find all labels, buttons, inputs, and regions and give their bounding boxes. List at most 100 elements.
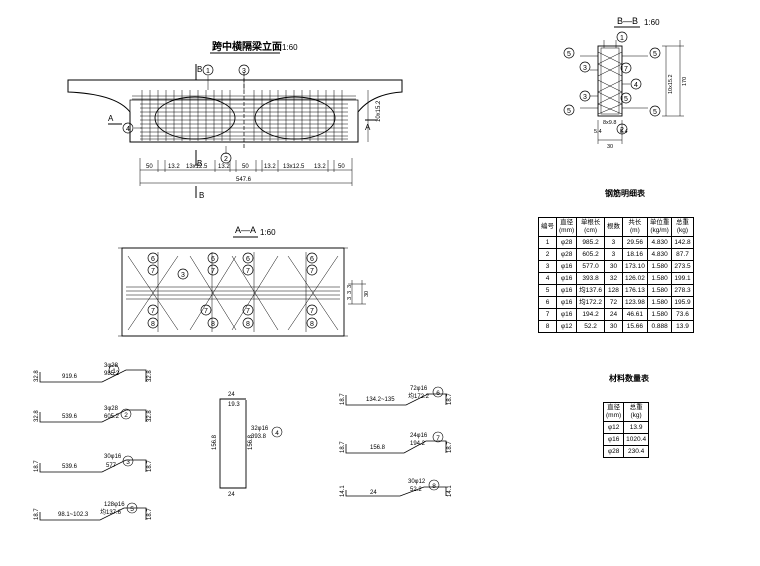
col-header: 总重(kg) bbox=[623, 402, 650, 422]
dim-label: 13.2 bbox=[314, 164, 326, 170]
aa-callout: 6 bbox=[246, 256, 250, 263]
table-cell: 30 bbox=[603, 320, 623, 333]
bar8-id: 8 bbox=[432, 483, 436, 490]
bar2-spec: 3φ28 bbox=[104, 406, 119, 412]
section-b-bottom: B bbox=[197, 159, 202, 168]
aa-callout: 7 bbox=[310, 268, 314, 275]
col-header: 编号 bbox=[538, 217, 557, 237]
bar7-end: 18.7 bbox=[340, 441, 346, 453]
bar8-end-r: 14.1 bbox=[447, 485, 453, 497]
table-cell: 577.0 bbox=[576, 260, 605, 273]
table-cell: 1.580 bbox=[646, 272, 673, 285]
table-cell: 1.580 bbox=[646, 260, 673, 273]
elevation-scale: 1:60 bbox=[282, 43, 298, 52]
col-header: 根数 bbox=[603, 217, 623, 237]
table-cell: 30 bbox=[603, 260, 623, 273]
table-cell: 126.02 bbox=[621, 272, 648, 285]
aa-dim: 3 bbox=[347, 285, 353, 288]
table-cell: 5 bbox=[538, 284, 557, 297]
table-cell: 4.830 bbox=[646, 236, 673, 249]
bb-callout: 1 bbox=[620, 35, 624, 42]
rebar-table: 编号 直径(mm) 单根长(cm) 根数 共长(m) 单位重(kg/m) 总重(… bbox=[538, 217, 694, 333]
section-aa-view: A—A 1:60 6 6 6 6 7 7 bbox=[118, 225, 370, 337]
bar7-body: 156.8 bbox=[370, 445, 386, 451]
bar6-len: 均172.2 bbox=[408, 392, 430, 400]
aa-callout: 7 bbox=[151, 268, 155, 275]
bar4-spec: 32φ16 bbox=[251, 426, 269, 432]
bar8-end: 14.1 bbox=[340, 485, 346, 497]
elevation-dims: 50 13.2 13x12.5 13.2 50 13.2 13x12.5 13.… bbox=[146, 164, 345, 183]
table-cell: 1 bbox=[538, 236, 557, 249]
bar-detail-labels: 3φ28 985.2 919.6 32.8 32.8 1 3φ28 605.2 … bbox=[34, 363, 453, 520]
bb-dim: 30 bbox=[607, 144, 613, 150]
callout-4: 4 bbox=[126, 126, 130, 133]
bar8-spec: 30φ12 bbox=[408, 479, 426, 485]
bb-callout: 4 bbox=[634, 82, 638, 89]
table-cell: 393.8 bbox=[576, 272, 605, 285]
table-cell: 7 bbox=[538, 308, 557, 321]
table-cell: 985.2 bbox=[576, 236, 605, 249]
bar1-end: 32.8 bbox=[34, 370, 40, 382]
bar2-id: 2 bbox=[124, 412, 128, 419]
bar4-inner: 19.3 bbox=[228, 402, 240, 408]
bar7-len: 194.2 bbox=[410, 441, 426, 447]
bar7-spec: 24φ16 bbox=[410, 433, 428, 439]
bb-callout: 5 bbox=[653, 109, 657, 116]
bar4-top: 24 bbox=[228, 392, 235, 398]
bar3-len: 577 bbox=[106, 463, 117, 469]
bar4-bottom: 24 bbox=[228, 492, 235, 498]
aa-callout: 6 bbox=[211, 256, 215, 263]
bar1-id: 1 bbox=[112, 368, 116, 375]
bar5-end: 18.7 bbox=[34, 508, 40, 520]
table-cell: 3 bbox=[538, 260, 557, 273]
bar1-end-r: 32.8 bbox=[147, 370, 153, 382]
col-header: 单位重(kg/m) bbox=[646, 217, 673, 237]
bar1-spec: 3φ28 bbox=[104, 363, 119, 369]
table-cell: 3 bbox=[603, 248, 623, 261]
bar1-body: 919.6 bbox=[62, 374, 78, 380]
bar1-len: 985.2 bbox=[104, 371, 120, 377]
aa-callout: 8 bbox=[246, 321, 250, 328]
bb-callout: 3 bbox=[583, 94, 587, 101]
bar3-end-r: 18.7 bbox=[147, 460, 153, 472]
bb-callout: 5 bbox=[653, 51, 657, 58]
opening-left bbox=[154, 96, 236, 140]
table-cell: φ16 bbox=[555, 260, 578, 273]
bar3-spec: 30φ16 bbox=[104, 454, 122, 460]
bb-dim: 10x15.2 bbox=[668, 74, 674, 94]
elevation-title: 跨中横隔梁立面 bbox=[212, 40, 282, 53]
bar4-h-r: 156.8 bbox=[248, 434, 254, 450]
table-cell: 6 bbox=[538, 296, 557, 309]
bar4-len: 393.8 bbox=[251, 434, 267, 440]
dim-label: 13x12.5 bbox=[186, 164, 208, 170]
section-b-foot: B bbox=[199, 191, 204, 200]
bb-callout: 5 bbox=[567, 51, 571, 58]
bar2-end-r: 32.8 bbox=[147, 410, 153, 422]
bar-details bbox=[39, 364, 447, 521]
table-cell: 87.7 bbox=[671, 248, 694, 261]
table-cell: 1.580 bbox=[646, 296, 673, 309]
bar4-h: 156.8 bbox=[212, 434, 218, 450]
bar3-body: 539.6 bbox=[62, 464, 78, 470]
callout-3: 3 bbox=[242, 68, 246, 75]
aa-callout: 7 bbox=[310, 308, 314, 315]
aa-callout: 3 bbox=[181, 272, 185, 279]
table-cell: 273.5 bbox=[671, 260, 694, 273]
dim-label: 13.2 bbox=[168, 164, 180, 170]
bb-dim: 5.4 bbox=[620, 129, 628, 135]
bar5-end-r: 18.7 bbox=[147, 508, 153, 520]
section-aa-scale: 1:60 bbox=[260, 228, 276, 237]
bb-callout: 5 bbox=[624, 96, 628, 103]
table-cell: 72 bbox=[603, 296, 623, 309]
table-cell: φ16 bbox=[555, 296, 578, 309]
aa-callout: 7 bbox=[246, 308, 250, 315]
table-cell: 128 bbox=[603, 284, 623, 297]
aa-dim: 30 bbox=[364, 291, 370, 297]
table-cell: φ28 bbox=[555, 248, 578, 261]
col-header: 总重(kg) bbox=[671, 217, 694, 237]
